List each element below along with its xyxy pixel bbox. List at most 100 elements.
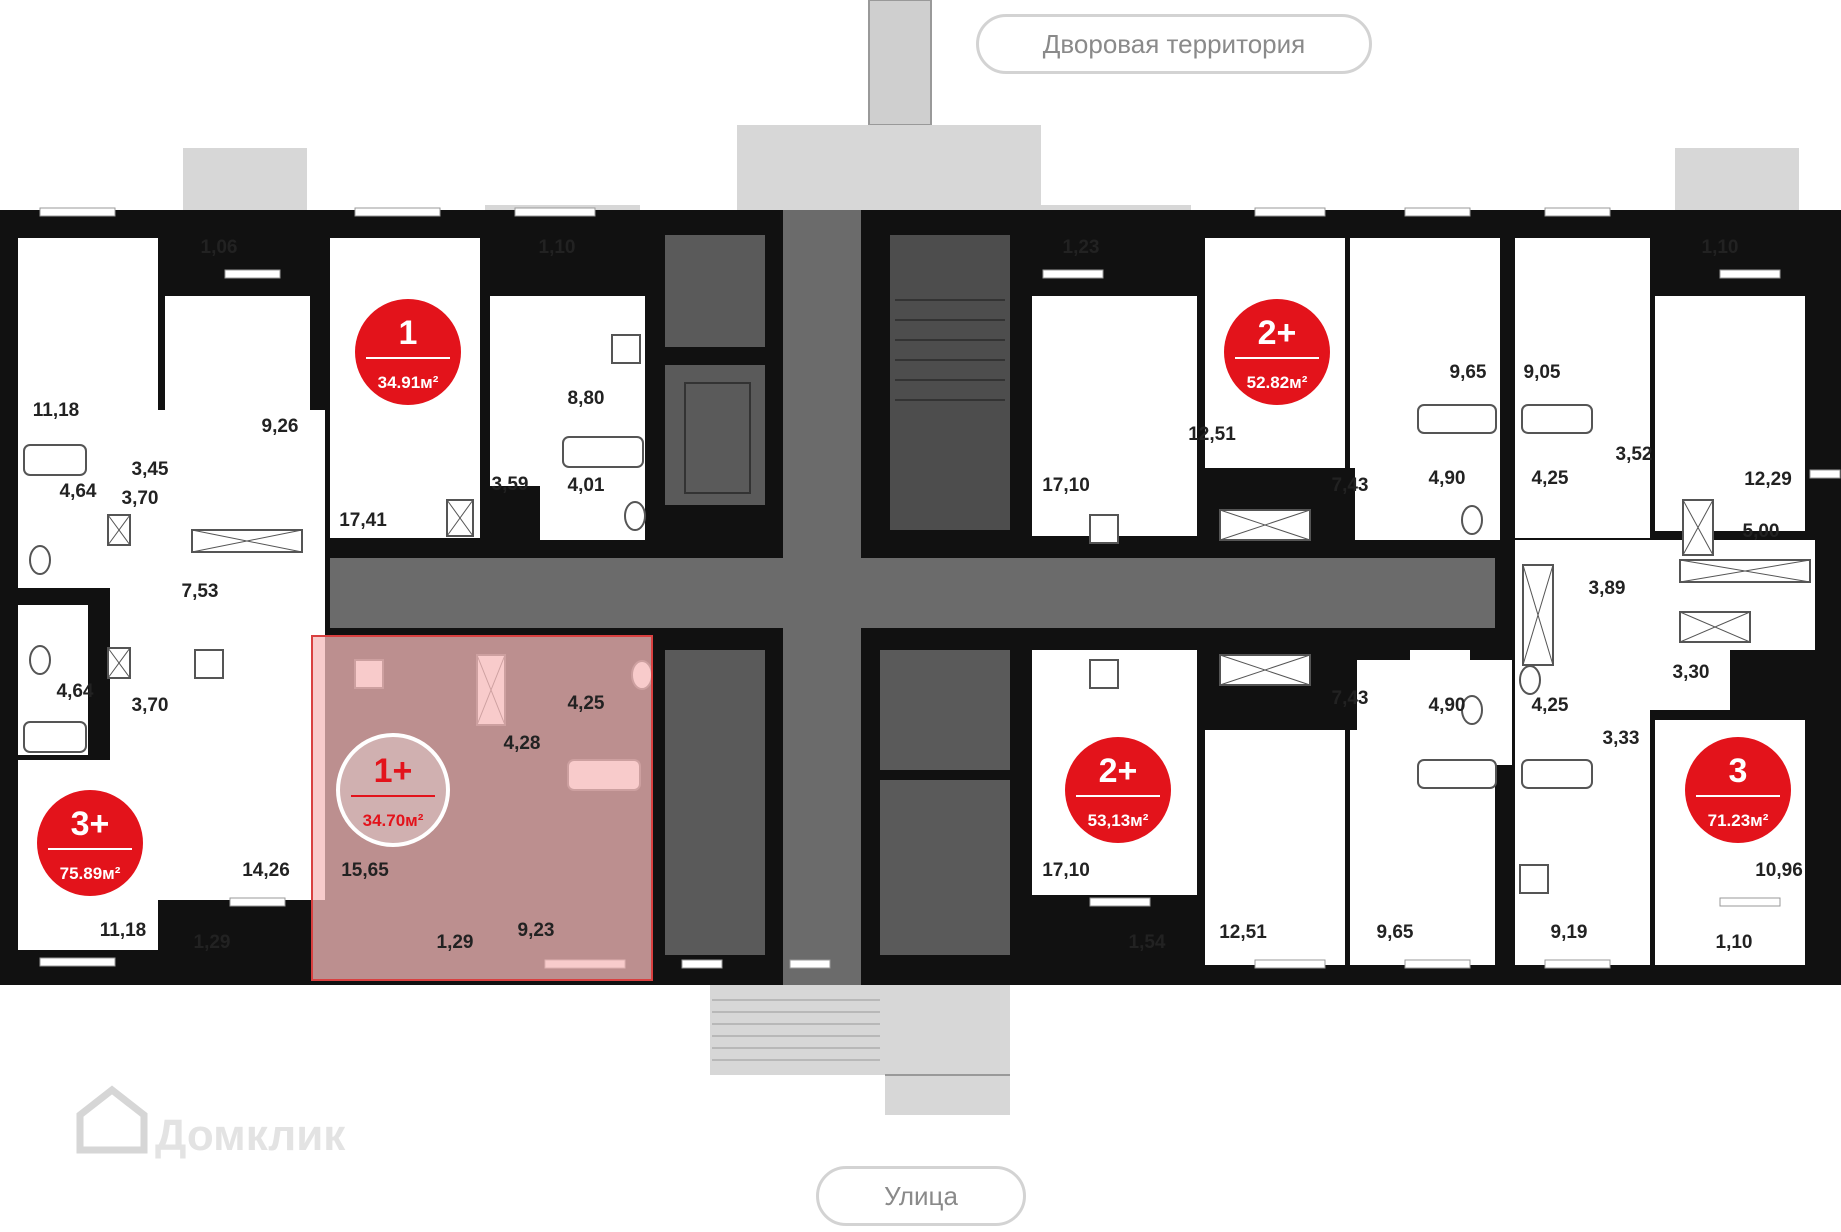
room-area-label: 3,33 xyxy=(1603,728,1640,749)
apartment-badges: 3+75.89м²134.91м²1+34.70м²2+52.82м²2+53,… xyxy=(33,295,1795,900)
room-area-label: 1,10 xyxy=(539,237,576,258)
balcony xyxy=(1675,148,1799,208)
window xyxy=(1089,897,1151,907)
bathtub xyxy=(562,436,644,468)
storage-cross xyxy=(1219,509,1311,541)
window xyxy=(514,207,596,217)
room-area-label: 3,70 xyxy=(122,488,159,509)
window xyxy=(224,269,281,279)
apartment-badge-apt-3plus-left: 3+75.89м² xyxy=(33,786,147,900)
toilet xyxy=(1461,505,1483,535)
room-interior xyxy=(1032,296,1197,536)
central-hall xyxy=(783,210,861,985)
utility-room xyxy=(880,650,1010,770)
storage-cross xyxy=(446,499,474,537)
window xyxy=(354,207,441,217)
window xyxy=(1042,269,1104,279)
window xyxy=(1544,207,1611,217)
room-area-label: 4,25 xyxy=(568,693,605,714)
room-area-label: 7,43 xyxy=(1332,688,1369,709)
apartment-badge-apt-3-right: 371.23м² xyxy=(1681,733,1795,847)
watermark-text: Домклик xyxy=(155,1111,346,1160)
room-area-label: 9,65 xyxy=(1450,362,1487,383)
toilet xyxy=(29,645,51,675)
window xyxy=(1719,897,1781,907)
badge-circle xyxy=(1685,737,1791,843)
toilet xyxy=(624,501,646,531)
badge-area: 71.23м² xyxy=(1708,811,1769,830)
stove xyxy=(1089,659,1119,689)
room-area-label: 3,89 xyxy=(1589,578,1626,599)
window xyxy=(1254,207,1326,217)
apartment-badge-apt-1plus-selected: 1+ 34.70м² xyxy=(336,733,450,847)
badge-area: 34.70м² xyxy=(363,811,424,830)
badge-room-count: 2+ xyxy=(1099,752,1138,790)
toilet xyxy=(29,545,51,575)
badge-area: 52.82м² xyxy=(1247,373,1308,392)
street-label: Улица xyxy=(816,1166,1026,1226)
room-area-label: 11,18 xyxy=(100,920,147,941)
elevator-outline xyxy=(684,382,751,494)
badge-circle xyxy=(355,299,461,405)
room-area-label: 12,51 xyxy=(1219,922,1267,943)
bathtub xyxy=(1417,759,1497,789)
bathtub xyxy=(1521,759,1593,789)
top-entrance-passage xyxy=(868,0,932,126)
selected-apartment-highlight[interactable] xyxy=(311,635,653,981)
room-area-label: 3,45 xyxy=(132,459,169,480)
badge-circle xyxy=(1224,299,1330,405)
storage-cross xyxy=(1679,611,1751,643)
toilet xyxy=(1519,665,1541,695)
room-area-label: 4,25 xyxy=(1532,468,1569,489)
service-room xyxy=(665,235,765,347)
room-area-label: 3,59 xyxy=(492,474,529,495)
apartment-badge-apt-2plus-top: 2+ 52.82м² xyxy=(1220,295,1334,409)
bathtub xyxy=(23,721,87,753)
room-area-label: 12,29 xyxy=(1744,469,1792,490)
walls xyxy=(0,207,1841,985)
room-area-label: 9,26 xyxy=(262,416,299,437)
balcony xyxy=(183,148,307,208)
badge-circle xyxy=(1065,737,1171,843)
selected-apartment-area[interactable] xyxy=(311,635,653,981)
room-interior xyxy=(1655,296,1805,531)
badge-circle xyxy=(37,790,143,896)
room-area-label: 1,10 xyxy=(1716,932,1753,953)
stairwell xyxy=(890,235,1010,530)
window xyxy=(1719,269,1781,279)
bathtub xyxy=(1521,404,1593,434)
room-area-label: 9,23 xyxy=(518,920,555,941)
room-area-label: 8,80 xyxy=(568,388,605,409)
room-area-label: 17,41 xyxy=(339,510,387,531)
room-area-label: 9,65 xyxy=(1377,922,1414,943)
room-area-label: 1,29 xyxy=(437,932,474,953)
badge-room-count: 1+ xyxy=(374,752,413,790)
badge-room-count: 3+ xyxy=(71,805,110,843)
storage-cross xyxy=(107,514,131,546)
room-area-label: 5,00 xyxy=(1743,521,1780,542)
stove xyxy=(1089,514,1119,544)
room-area-label: 10,96 xyxy=(1755,860,1803,881)
badge-area: 53,13м² xyxy=(1088,811,1149,830)
room-area-label: 11,18 xyxy=(33,400,80,421)
room-area-label: 4,64 xyxy=(60,481,97,502)
window xyxy=(681,959,723,969)
room-area-label: 1,23 xyxy=(1063,237,1100,258)
stair-left xyxy=(665,650,765,955)
storage-cross xyxy=(1522,564,1554,666)
room-area-label: 3,30 xyxy=(1673,662,1710,683)
room-area-label: 1,06 xyxy=(201,237,238,258)
room-area-label: 4,64 xyxy=(57,681,94,702)
badge-circle xyxy=(336,733,450,847)
storage-cross xyxy=(1682,499,1714,556)
stove xyxy=(611,334,641,364)
bathtub xyxy=(1417,404,1497,434)
room-interior xyxy=(110,410,325,630)
elevator-shaft xyxy=(665,365,765,505)
storage-cross xyxy=(191,529,303,553)
room-interior xyxy=(1205,730,1345,965)
window xyxy=(1254,959,1326,969)
badge-room-count: 2+ xyxy=(1258,314,1297,352)
